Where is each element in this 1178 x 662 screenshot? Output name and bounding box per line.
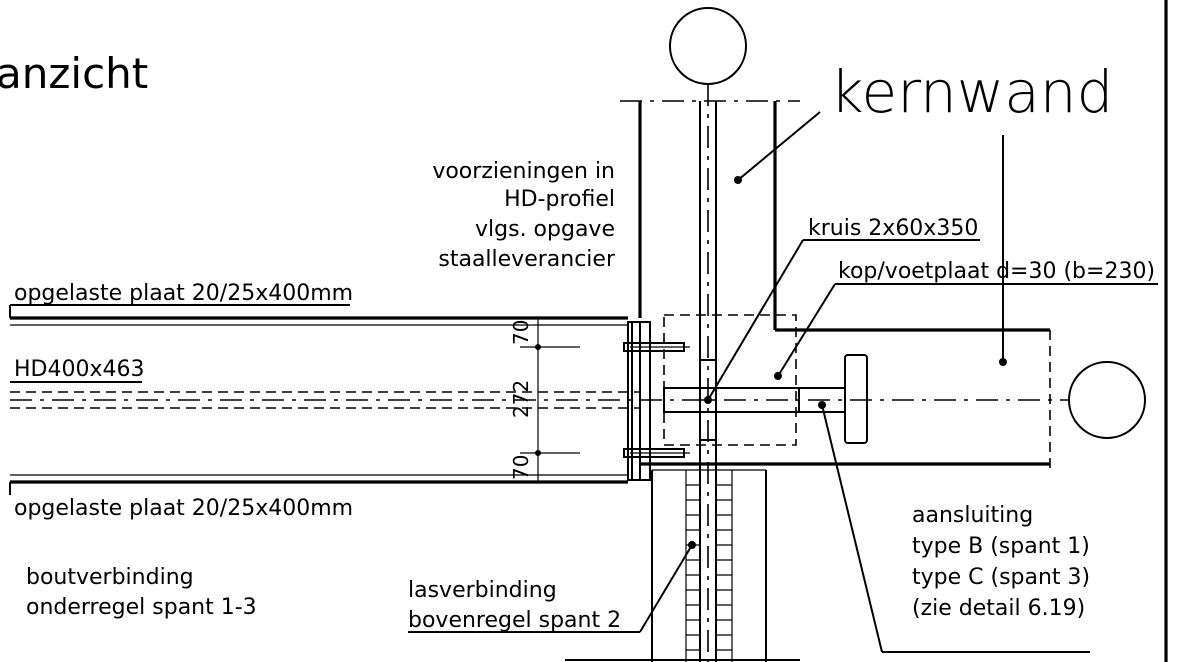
provisions-line-2: HD-profiel	[504, 187, 615, 212]
leader-dot-column	[734, 176, 742, 184]
grid-bubble-top	[669, 7, 747, 85]
grid-bubble-right	[1068, 361, 1146, 439]
leader-head-plate	[777, 283, 836, 377]
head-plate	[844, 354, 868, 444]
leader-dot-wall	[999, 358, 1007, 366]
cross-plate	[663, 387, 800, 413]
provisions-line-3: vlgs. opgave	[475, 217, 615, 242]
leader-cross	[707, 239, 804, 401]
dim-dot-2	[535, 450, 541, 456]
view-title: anzicht	[0, 49, 148, 98]
bolt-connection-line-1: boutverbinding	[26, 565, 194, 590]
dim-bottom: 70	[509, 455, 533, 480]
bolts	[623, 342, 690, 458]
plate-bottom-label: opgelaste plaat 20/25x400mm	[14, 496, 353, 521]
leader-connection	[821, 404, 883, 653]
cross-vertical	[699, 359, 717, 441]
weld-connection-line-2: bovenregel spant 2	[408, 608, 621, 633]
leader-dot-cross	[704, 396, 712, 404]
leader-dot-connection	[818, 401, 826, 409]
leader-weld	[639, 544, 693, 633]
connection-line-3: type C (spant 3)	[912, 565, 1090, 590]
provisions-line-1: voorzieningen in	[432, 159, 615, 184]
dim-top: 70	[509, 320, 533, 345]
dim-dot-1	[535, 344, 541, 350]
leader-dot-head-plate	[774, 372, 782, 380]
end-plate-outer	[631, 321, 651, 481]
profile-label: HD400x463	[14, 357, 145, 382]
core-wall-label: kernwand	[830, 58, 1113, 126]
bolt-connection-line-2: onderregel spant 1-3	[26, 595, 257, 620]
weld-hatching	[686, 484, 732, 651]
connection-line-1: aansluiting	[912, 503, 1033, 528]
connection-line-2: type B (spant 1)	[912, 534, 1090, 559]
weld-connection-line-1: lasverbinding	[408, 578, 557, 603]
provisions-line-4: staalleverancier	[438, 247, 616, 272]
plate-top-label: opgelaste plaat 20/25x400mm	[14, 281, 353, 306]
connection-line-4: (zie detail 6.19)	[912, 596, 1085, 621]
cross-label: kruis 2x60x350	[808, 216, 978, 241]
leader-dot-weld	[688, 541, 696, 549]
cross-box	[663, 314, 797, 446]
dim-middle: 272	[509, 380, 533, 418]
head-plate-label: kop/voetplaat d=30 (b=230)	[838, 259, 1155, 284]
leader-core-wall	[737, 111, 821, 181]
